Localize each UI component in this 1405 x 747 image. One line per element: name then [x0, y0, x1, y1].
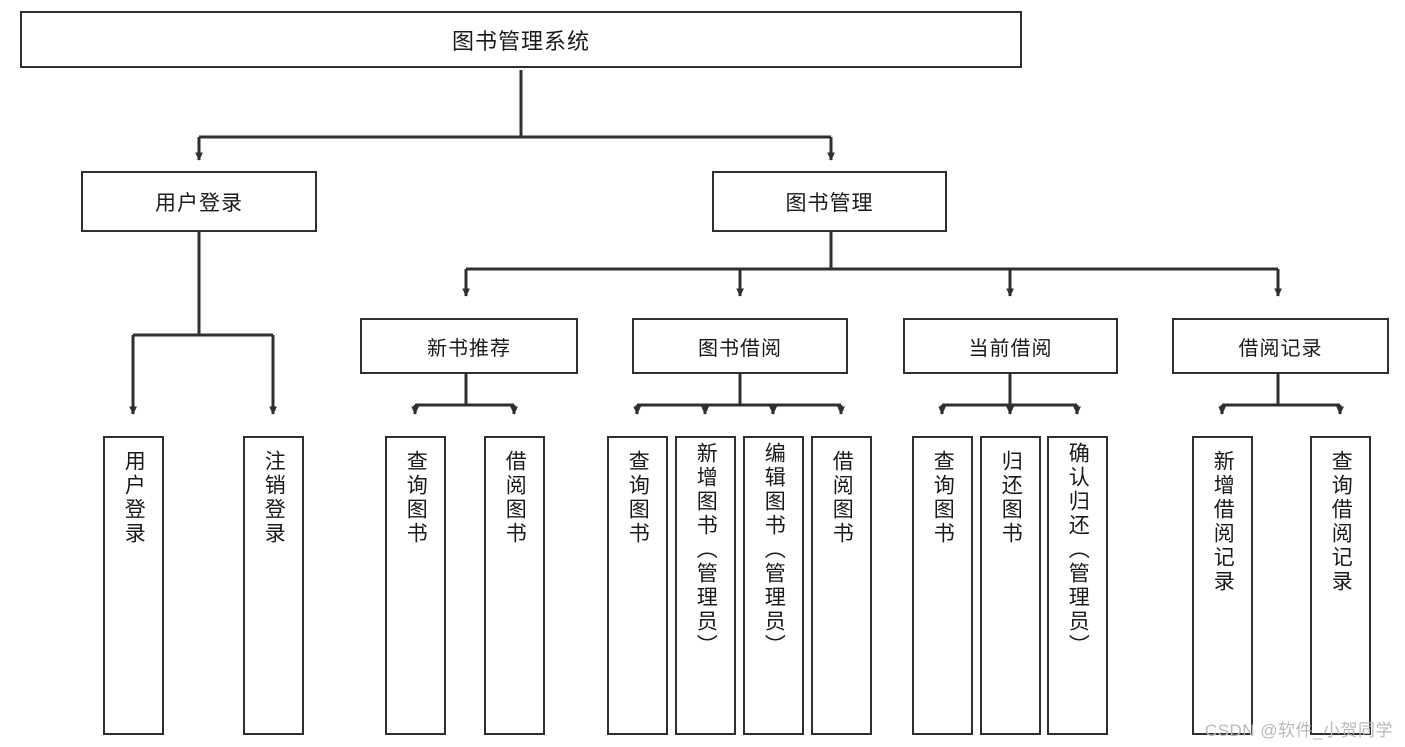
node-borrow-record[interactable]: 借阅记录: [1172, 318, 1389, 374]
node-label: 当前借阅: [968, 337, 1053, 360]
node-label: 查询图书: [404, 450, 428, 546]
leaf-borrow-record-add-record[interactable]: 新增借阅记录: [1192, 436, 1253, 735]
node-label: 新增图书（管理员）: [694, 442, 718, 658]
node-new-book-recommend[interactable]: 新书推荐: [360, 318, 578, 374]
node-label: 查询借阅记录: [1329, 450, 1353, 594]
node-label: 归还图书: [999, 450, 1023, 546]
node-label: 借阅图书: [830, 450, 854, 546]
leaf-book-borrow-query-book[interactable]: 查询图书: [607, 436, 668, 735]
node-user-login[interactable]: 用户登录: [81, 171, 317, 232]
node-label: 借阅图书: [503, 450, 527, 546]
leaf-user-login-logout[interactable]: 注销登录: [243, 436, 304, 735]
node-label: 新增借阅记录: [1211, 450, 1235, 594]
node-root-book-management-system[interactable]: 图书管理系统: [20, 11, 1022, 68]
node-label: 注销登录: [262, 450, 286, 546]
leaf-new-book-borrow-book[interactable]: 借阅图书: [484, 436, 545, 735]
leaf-book-borrow-add-book-admin[interactable]: 新增图书（管理员）: [675, 436, 736, 735]
node-current-borrow[interactable]: 当前借阅: [903, 318, 1118, 374]
csdn-watermark: CSDN @软件_小贺同学: [1204, 721, 1393, 740]
leaf-borrow-record-query-record[interactable]: 查询借阅记录: [1310, 436, 1371, 735]
leaf-book-borrow-borrow-book[interactable]: 借阅图书: [811, 436, 872, 735]
node-label: 确认归还（管理员）: [1066, 442, 1090, 658]
leaf-book-borrow-edit-book-admin[interactable]: 编辑图书（管理员）: [743, 436, 804, 735]
leaf-current-borrow-query-book[interactable]: 查询图书: [912, 436, 973, 735]
node-label: 用户登录: [155, 191, 243, 215]
node-label: 新书推荐: [427, 337, 511, 360]
node-book-management[interactable]: 图书管理: [712, 171, 947, 232]
node-book-borrow[interactable]: 图书借阅: [632, 318, 848, 374]
leaf-user-login-login[interactable]: 用户登录: [103, 436, 164, 735]
leaf-current-borrow-return-book[interactable]: 归还图书: [980, 436, 1041, 735]
node-label: 图书借阅: [698, 337, 782, 360]
node-label: 查询图书: [931, 450, 955, 546]
node-label: 编辑图书（管理员）: [762, 442, 786, 658]
node-label: 查询图书: [626, 450, 650, 546]
node-label: 图书管理: [785, 191, 874, 215]
node-label: 用户登录: [122, 450, 146, 546]
leaf-new-book-query-book[interactable]: 查询图书: [385, 436, 446, 735]
node-label: 借阅记录: [1238, 337, 1323, 360]
node-label: 图书管理系统: [451, 28, 590, 54]
leaf-current-borrow-confirm-return-admin[interactable]: 确认归还（管理员）: [1047, 436, 1108, 735]
